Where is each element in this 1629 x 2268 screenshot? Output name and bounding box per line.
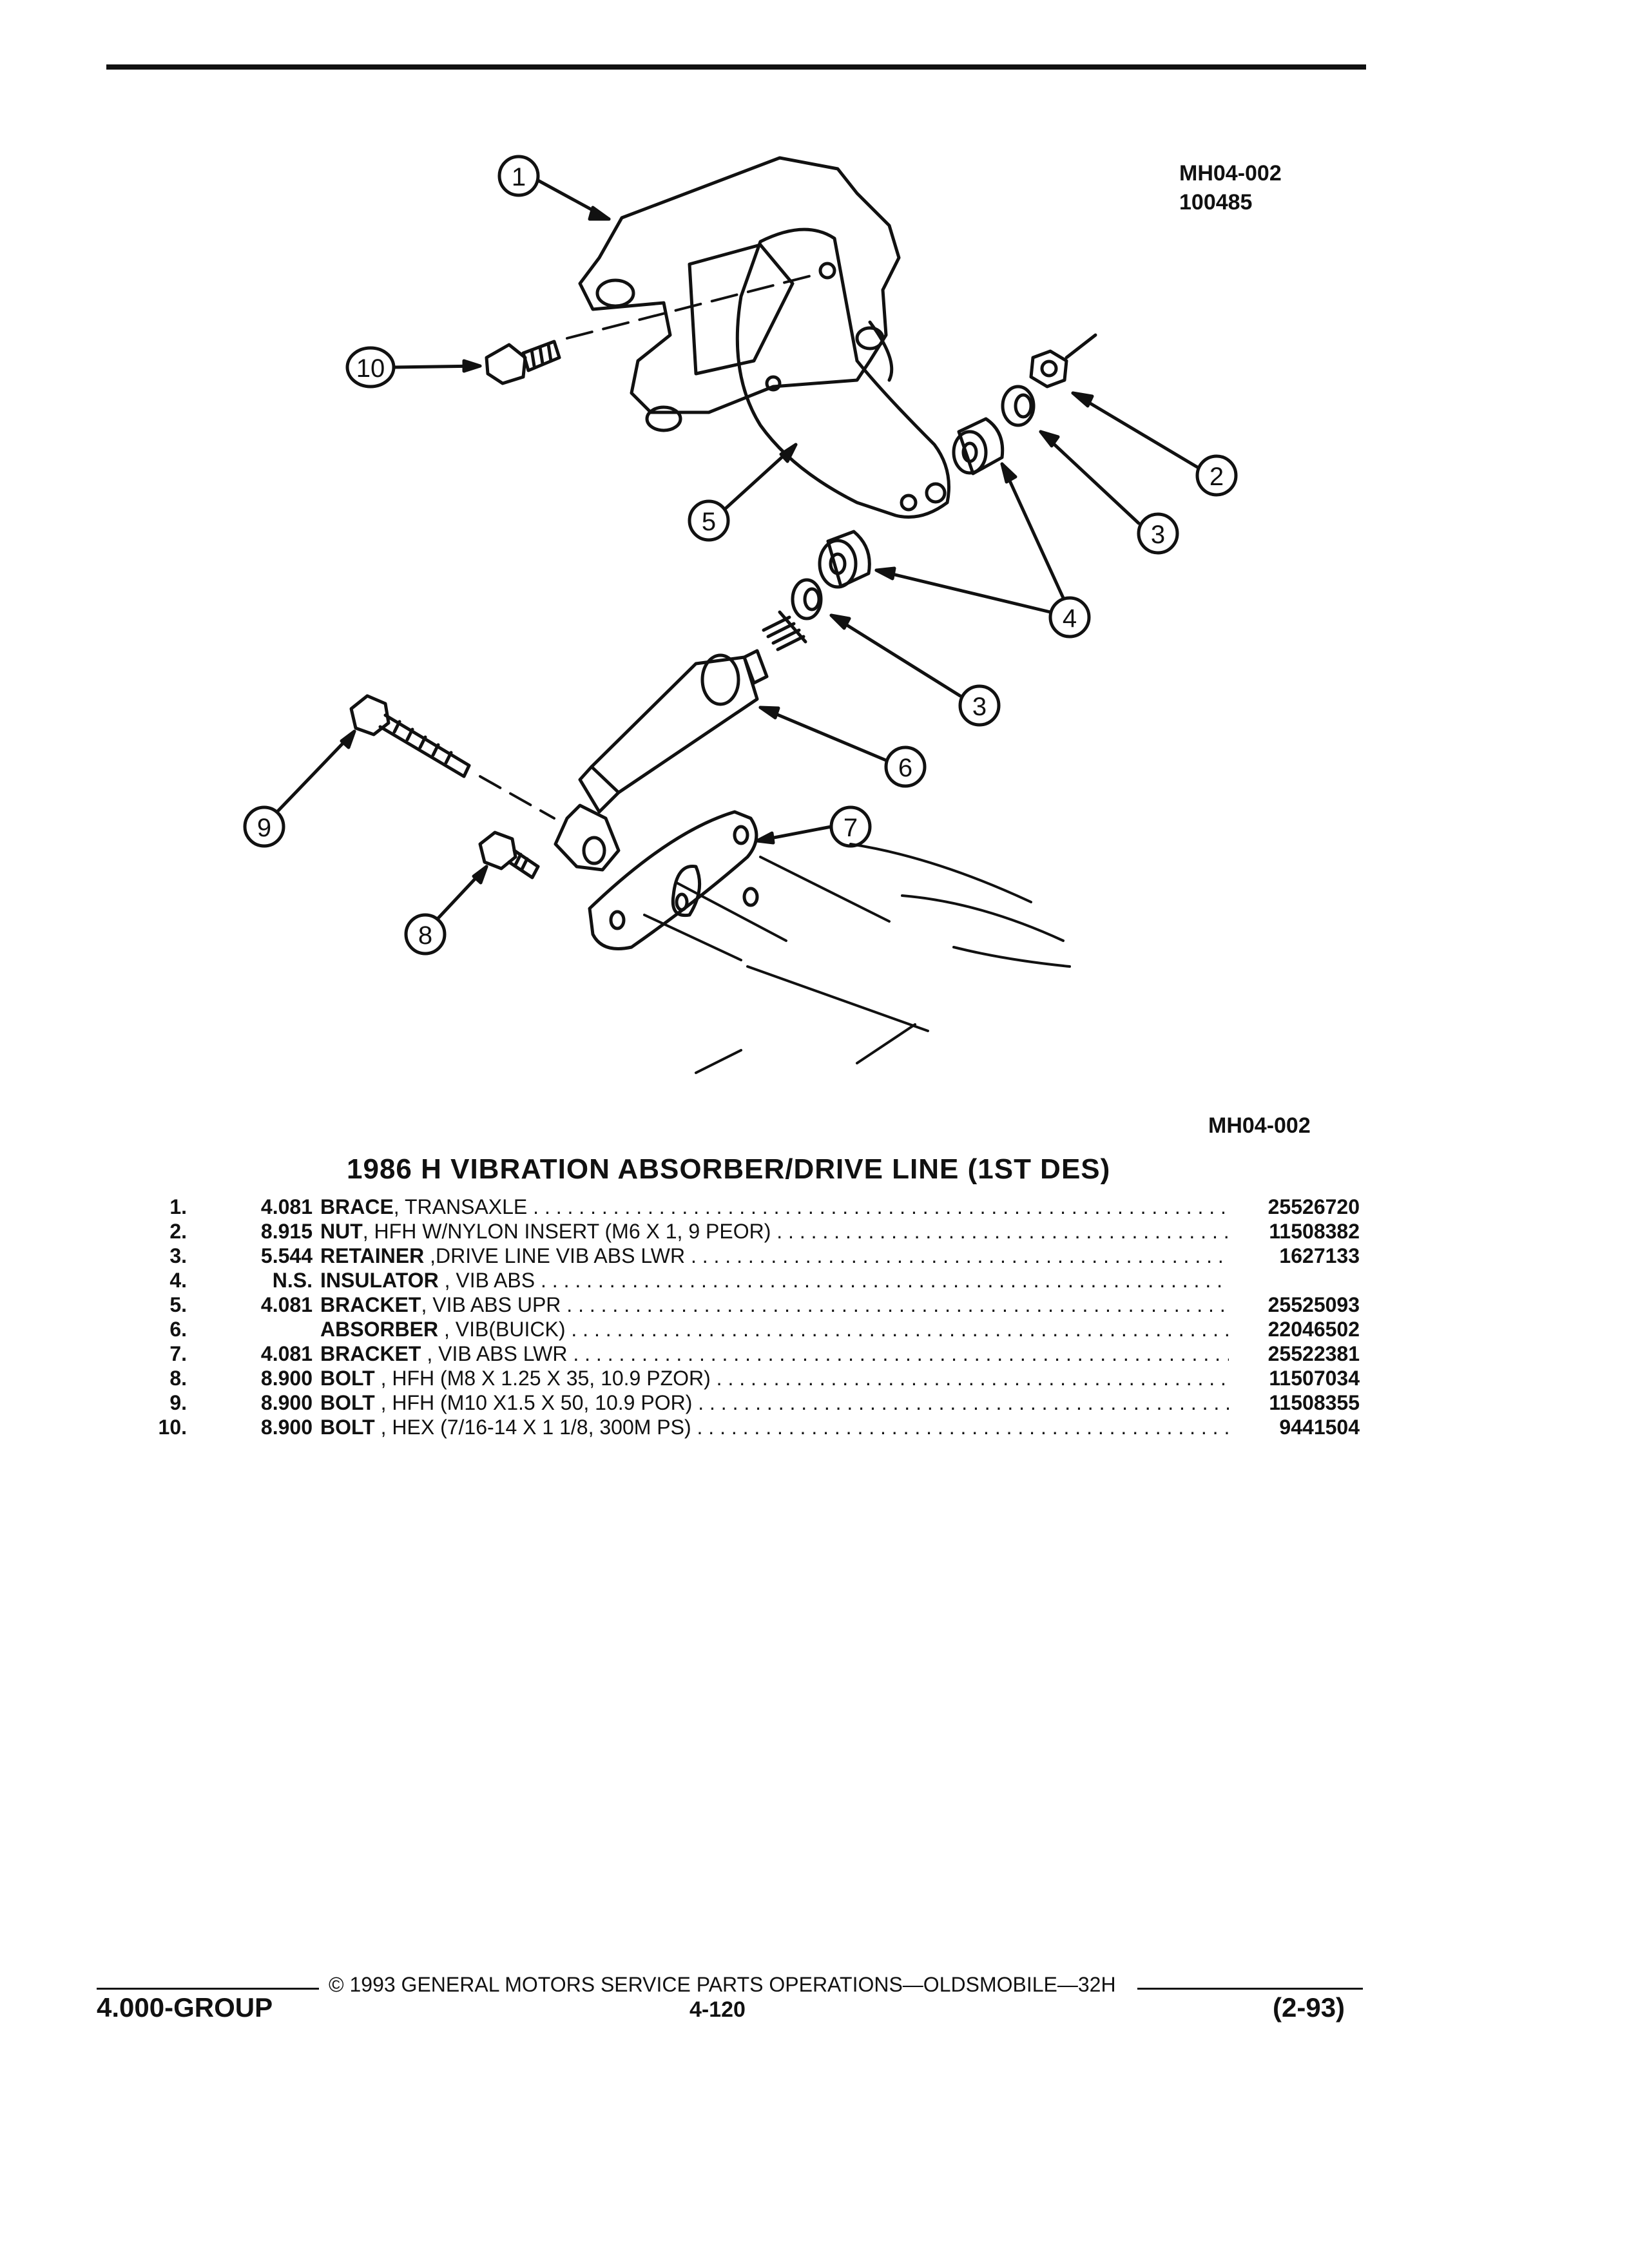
retainer-upper-part [1001, 385, 1036, 427]
group-number: 8.915 [260, 1220, 313, 1243]
frame-rail-lines [643, 843, 1071, 1074]
svg-text:4: 4 [1063, 604, 1077, 633]
footer-copyright: © 1993 GENERAL MOTORS SERVICE PARTS OPER… [329, 1973, 1116, 1996]
footer-page-number: 4-120 [689, 1997, 746, 2022]
callout-6: 6 [758, 706, 927, 788]
part-number: 1627133 [1279, 1244, 1360, 1267]
part-description: ABSORBER , VIB(BUICK) [320, 1318, 1229, 1341]
insulator-lower-part [818, 530, 871, 589]
item-index: 2. [169, 1220, 187, 1243]
svg-text:5: 5 [702, 508, 716, 536]
item-index: 4. [169, 1269, 187, 1292]
footer-rule-right [1137, 1988, 1363, 1990]
footer-rule-left [97, 1988, 319, 1990]
callout-9: 9 [243, 729, 356, 848]
item-index: 7. [169, 1342, 187, 1365]
callout-10: 10 [345, 346, 482, 389]
section-title: 1986 H VIBRATION ABSORBER/DRIVE LINE (1S… [347, 1153, 1111, 1185]
part-description: BRACKET, VIB ABS UPR [320, 1293, 1229, 1317]
part-number: 25526720 [1268, 1195, 1360, 1218]
parts-list-row: 6. ABSORBER , VIB(BUICK) 22046502 [0, 1318, 1629, 1341]
part-description: RETAINER ,DRIVE LINE VIB ABS LWR [320, 1244, 1229, 1268]
top-rule [106, 64, 1366, 70]
callout-4: 4 [874, 462, 1091, 639]
brace-transaxle-part [578, 156, 901, 432]
parts-list-row: 7. 4.081 BRACKET , VIB ABS LWR 25522381 [0, 1342, 1629, 1366]
absorber-vib-part [554, 610, 807, 872]
group-number: N.S. [272, 1269, 313, 1292]
item-index: 3. [169, 1244, 187, 1267]
part-description: NUT, HFH W/NYLON INSERT (M6 X 1, 9 PEOR) [320, 1220, 1229, 1244]
group-number: 8.900 [260, 1367, 313, 1390]
group-number: 4.081 [260, 1342, 313, 1365]
item-index: 9. [169, 1391, 187, 1414]
insulator-upper-part [952, 417, 1005, 476]
callout-2: 2 [1071, 391, 1238, 497]
group-number: 4.081 [260, 1293, 313, 1316]
callout-3-lower: 3 [829, 613, 1001, 727]
part-description: BOLT , HEX (7/16-14 X 1 1/8, 300M PS) [320, 1416, 1229, 1439]
part-number: 9441504 [1279, 1416, 1360, 1439]
part-number: 22046502 [1268, 1318, 1360, 1341]
item-index: 10. [158, 1416, 187, 1439]
figure-id-bottom: MH04-002 [1208, 1113, 1311, 1138]
callout-7: 7 [755, 805, 872, 848]
parts-list-row: 3. 5.544 RETAINER ,DRIVE LINE VIB ABS LW… [0, 1244, 1629, 1268]
part-number: 11508382 [1269, 1220, 1360, 1243]
footer-group: 4.000-GROUP [97, 1992, 273, 2023]
figure-date-code: 100485 [1179, 190, 1253, 215]
parts-list-row: 4. N.S. INSULATOR , VIB ABS [0, 1269, 1629, 1293]
svg-text:7: 7 [843, 814, 858, 842]
svg-text:10: 10 [356, 354, 385, 383]
group-number: 8.900 [260, 1391, 313, 1414]
bolt-hex-part [485, 273, 820, 385]
item-index: 6. [169, 1318, 187, 1341]
bolt-hfh-short-part [478, 831, 540, 879]
part-number: 25525093 [1268, 1293, 1360, 1316]
retainer-lower-part [791, 578, 823, 620]
footer-revision-date: (2-93) [1273, 1992, 1345, 2023]
exploded-parts-diagram: 1 2 3 3 4 5 6 7 8 [243, 155, 1238, 1074]
item-index: 5. [169, 1293, 187, 1316]
parts-list-row: 1. 4.081 BRACE, TRANSAXLE 25526720 [0, 1195, 1629, 1219]
callout-1: 1 [497, 155, 611, 221]
parts-list-row: 2. 8.915 NUT, HFH W/NYLON INSERT (M6 X 1… [0, 1220, 1629, 1244]
group-number: 5.544 [260, 1244, 313, 1267]
svg-text:2: 2 [1210, 463, 1224, 491]
figure-id-top: MH04-002 [1179, 161, 1282, 186]
svg-text:6: 6 [898, 754, 912, 782]
parts-list-row: 9. 8.900 BOLT , HFH (M10 X1.5 X 50, 10.9… [0, 1391, 1629, 1415]
item-index: 8. [169, 1367, 187, 1390]
svg-text:8: 8 [418, 921, 432, 950]
part-description: BOLT , HFH (M8 X 1.25 X 35, 10.9 PZOR) [320, 1367, 1229, 1390]
parts-list-row: 5. 4.081 BRACKET, VIB ABS UPR 25525093 [0, 1293, 1629, 1317]
part-description: BRACE, TRANSAXLE [320, 1195, 1229, 1219]
parts-list-row: 8. 8.900 BOLT , HFH (M8 X 1.25 X 35, 10.… [0, 1367, 1629, 1390]
part-number: 25522381 [1268, 1342, 1360, 1365]
group-number: 8.900 [260, 1416, 313, 1439]
nut-hfh-part [1029, 333, 1097, 389]
svg-text:9: 9 [257, 814, 271, 842]
svg-text:3: 3 [972, 693, 987, 721]
bracket-vib-abs-lwr-part [588, 810, 759, 950]
callout-5: 5 [688, 443, 798, 542]
bracket-vib-abs-upr-part [735, 227, 950, 519]
svg-text:3: 3 [1151, 521, 1165, 549]
bolt-hfh-long-part [349, 694, 555, 820]
part-description: BOLT , HFH (M10 X1.5 X 50, 10.9 POR) [320, 1391, 1229, 1415]
part-number: 11507034 [1269, 1367, 1360, 1390]
item-index: 1. [169, 1195, 187, 1218]
callout-8: 8 [404, 865, 488, 956]
part-description: INSULATOR , VIB ABS [320, 1269, 1229, 1293]
svg-text:1: 1 [512, 163, 526, 191]
parts-list-row: 10. 8.900 BOLT , HEX (7/16-14 X 1 1/8, 3… [0, 1416, 1629, 1439]
callout-3-upper: 3 [1039, 430, 1179, 555]
part-description: BRACKET , VIB ABS LWR [320, 1342, 1229, 1366]
part-number: 11508355 [1269, 1391, 1360, 1414]
group-number: 4.081 [260, 1195, 313, 1218]
